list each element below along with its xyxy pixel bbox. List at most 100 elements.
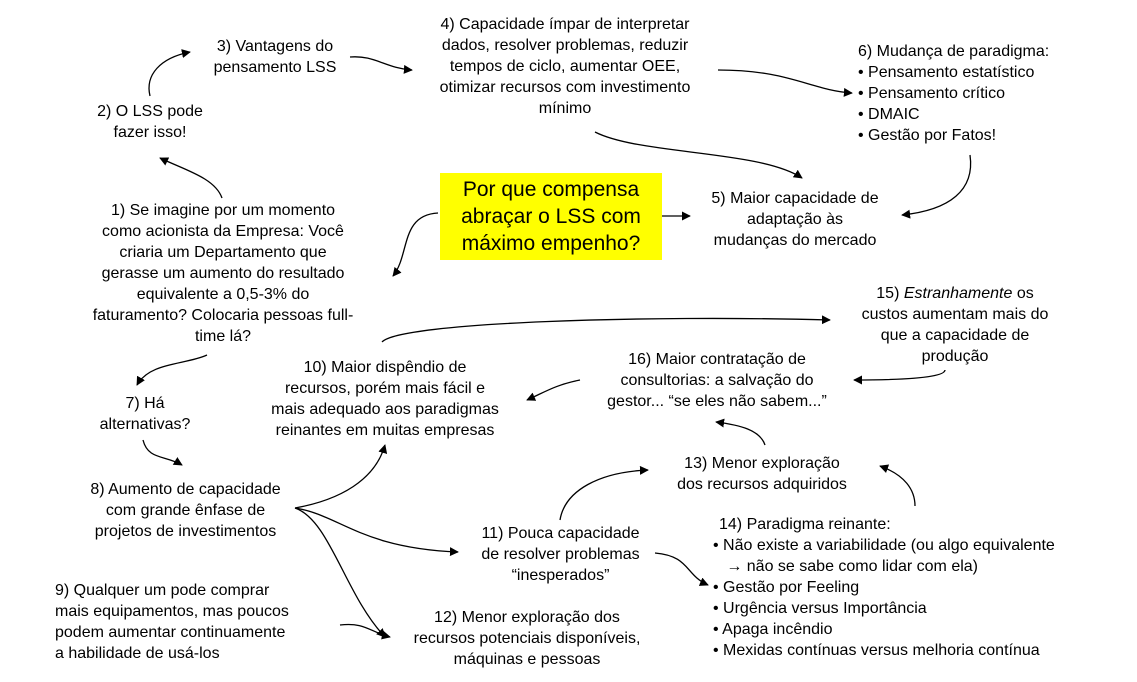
node-line: como acionista da Empresa: Você	[102, 223, 344, 240]
node-line: tempos de ciclo, aumentar OEE,	[449, 58, 681, 75]
node-line: reinantes em muitas empresas	[275, 422, 495, 439]
node-line: 8) Aumento de capacidade	[90, 481, 281, 498]
arrow-14-to-13	[879, 464, 916, 507]
node-line: 16) Maior contratação de	[628, 351, 806, 368]
node-line: otimizar recursos com investimento	[439, 79, 691, 96]
node-line: mais equipamentos, mas poucos	[55, 603, 289, 620]
node-line: equivalente a 0,5-3% do	[136, 286, 310, 303]
list-item: • Mexidas contínuas versus melhoria cont…	[713, 642, 1040, 659]
node-line: 15) Estranhamente os	[840, 283, 1070, 304]
arrow-8-to-11	[294, 507, 459, 557]
node-title: 14) Paradigma reinante:	[719, 516, 891, 533]
node-15-emphasis: Estranhamente	[903, 285, 1013, 302]
arrow-9-to-12	[339, 623, 391, 640]
arrow-13-to-16	[715, 418, 766, 446]
node-title: 6) Mudança de paradigma:	[858, 43, 1050, 60]
arrow-8-to-12	[294, 507, 386, 638]
arrow-15-to-16	[853, 369, 946, 385]
node-line: 7) Há	[125, 395, 165, 412]
node-line: time lá?	[194, 328, 252, 345]
list-item: • Gestão por Fatos!	[858, 127, 997, 144]
node-line: 11) Pouca capacidade	[481, 525, 640, 542]
node-line: 4) Capacidade ímpar de interpretar	[440, 16, 690, 33]
node-4-capacidade: 4) Capacidade ímpar de interpretar dados…	[405, 14, 725, 119]
node-line: gerasse um aumento do resultado	[101, 265, 345, 282]
node-line: projetos de investimentos	[94, 523, 277, 540]
list-item: • Não existe a variabilidade (ou algo eq…	[713, 537, 1055, 554]
node-14-paradigma-reinante: 14) Paradigma reinante: • Não existe a v…	[713, 514, 1123, 661]
arrow-1-to-7	[136, 354, 208, 386]
arrow-2-to-3	[148, 49, 191, 97]
arrow-center-to-1	[392, 212, 439, 277]
node-line: gestor... “se eles não sabem...”	[607, 393, 827, 410]
central-question-line: abraçar o LSS com	[461, 205, 641, 228]
node-line: fazer isso!	[113, 124, 187, 141]
node-15-rest: os	[1012, 285, 1034, 302]
arrow-10-to-15	[381, 315, 831, 343]
node-line: 5) Maior capacidade de	[711, 190, 879, 207]
node-line: mais adequado aos paradigmas	[271, 401, 499, 418]
central-question-line: Por que compensa	[462, 178, 640, 201]
node-line: adaptação às	[746, 211, 844, 228]
node-line: com grande ênfase de	[105, 502, 266, 519]
arrow-6-to-5	[901, 154, 972, 219]
arrow-7-to-8	[142, 439, 183, 466]
node-5-adaptacao: 5) Maior capacidade de adaptação às muda…	[690, 188, 900, 251]
arrow-8-to-10	[294, 444, 388, 509]
node-line: 10) Maior dispêndio de	[303, 359, 467, 376]
node-line: custos aumentam mais do	[861, 306, 1049, 323]
arrow-1-to-2	[159, 157, 223, 199]
node-line: criaria um Departamento que	[119, 244, 327, 261]
arrow-16-to-10	[526, 379, 581, 401]
node-line: dados, resolver problemas, reduzir	[441, 37, 689, 54]
node-2-lss-pode: 2) O LSS pode fazer isso!	[80, 101, 220, 143]
node-line: pensamento LSS	[213, 59, 337, 76]
arrow-4-to-5	[594, 131, 803, 179]
list-item: • Urgência versus Importância	[713, 600, 927, 617]
central-question-line: máximo empenho?	[461, 232, 641, 255]
node-line: produção	[921, 348, 989, 365]
node-line: alternativas?	[99, 416, 191, 433]
node-line: 1) Se imagine por um momento	[110, 202, 336, 219]
list-item: • Pensamento crítico	[858, 85, 1005, 102]
node-11-pouca-capacidade: 11) Pouca capacidade de resolver problem…	[458, 523, 663, 586]
node-10-maior-dispendio: 10) Maior dispêndio de recursos, porém m…	[245, 357, 525, 441]
node-line: recursos, porém mais fácil e	[284, 380, 486, 397]
node-line: recursos potenciais disponíveis,	[413, 630, 641, 647]
list-item: • Apaga incêndio	[713, 621, 833, 638]
node-line: 2) O LSS pode	[97, 103, 203, 120]
list-item: • DMAIC	[858, 106, 920, 123]
node-line: faturamento? Colocaria pessoas full-	[92, 307, 354, 324]
node-line: mínimo	[538, 100, 592, 117]
node-13-menor-exploracao-adquiridos: 13) Menor exploração dos recursos adquir…	[652, 453, 872, 495]
arrow-11-to-14	[654, 552, 709, 586]
list-item: → não se sabe como lidar com ela)	[713, 558, 979, 575]
node-line: consultorias: a salvação do	[620, 372, 814, 389]
node-8-aumento-capacidade: 8) Aumento de capacidade com grande ênfa…	[68, 479, 303, 542]
node-line: de resolver problemas	[481, 546, 640, 563]
node-16-consultorias: 16) Maior contratação de consultorias: a…	[582, 349, 852, 412]
node-line: que a capacidade de	[880, 327, 1030, 344]
arrow-3-to-4	[349, 56, 413, 74]
node-line: podem aumentar continuamente	[55, 624, 286, 641]
node-15-number: 15)	[876, 285, 904, 302]
central-question: Por que compensa abraçar o LSS com máxim…	[440, 173, 662, 260]
arrow-11-to-13	[559, 465, 649, 521]
node-line: 12) Menor exploração dos	[434, 609, 620, 626]
list-item: • Pensamento estatístico	[858, 64, 1035, 81]
node-line: 13) Menor exploração	[684, 455, 840, 472]
node-line: mudanças do mercado	[713, 232, 877, 249]
node-1-acionista: 1) Se imagine por um momento como acioni…	[58, 200, 388, 347]
node-9-qualquer-um: 9) Qualquer um pode comprar mais equipam…	[55, 580, 315, 664]
node-line: a habilidade de usá-los	[55, 645, 220, 662]
node-line: 3) Vantagens do	[216, 38, 334, 55]
arrow-4-to-6	[717, 69, 853, 97]
node-15-estranhamente: 15) Estranhamente os custos aumentam mai…	[840, 283, 1070, 367]
node-line: máquinas e pessoas	[453, 651, 601, 668]
node-3-vantagens: 3) Vantagens do pensamento LSS	[190, 36, 360, 78]
node-7-alternativas: 7) Há alternativas?	[80, 393, 210, 435]
node-line: dos recursos adquiridos	[677, 476, 847, 493]
node-6-mudanca-paradigma: 6) Mudança de paradigma: • Pensamento es…	[858, 41, 1098, 146]
list-item: • Gestão por Feeling	[713, 579, 860, 596]
